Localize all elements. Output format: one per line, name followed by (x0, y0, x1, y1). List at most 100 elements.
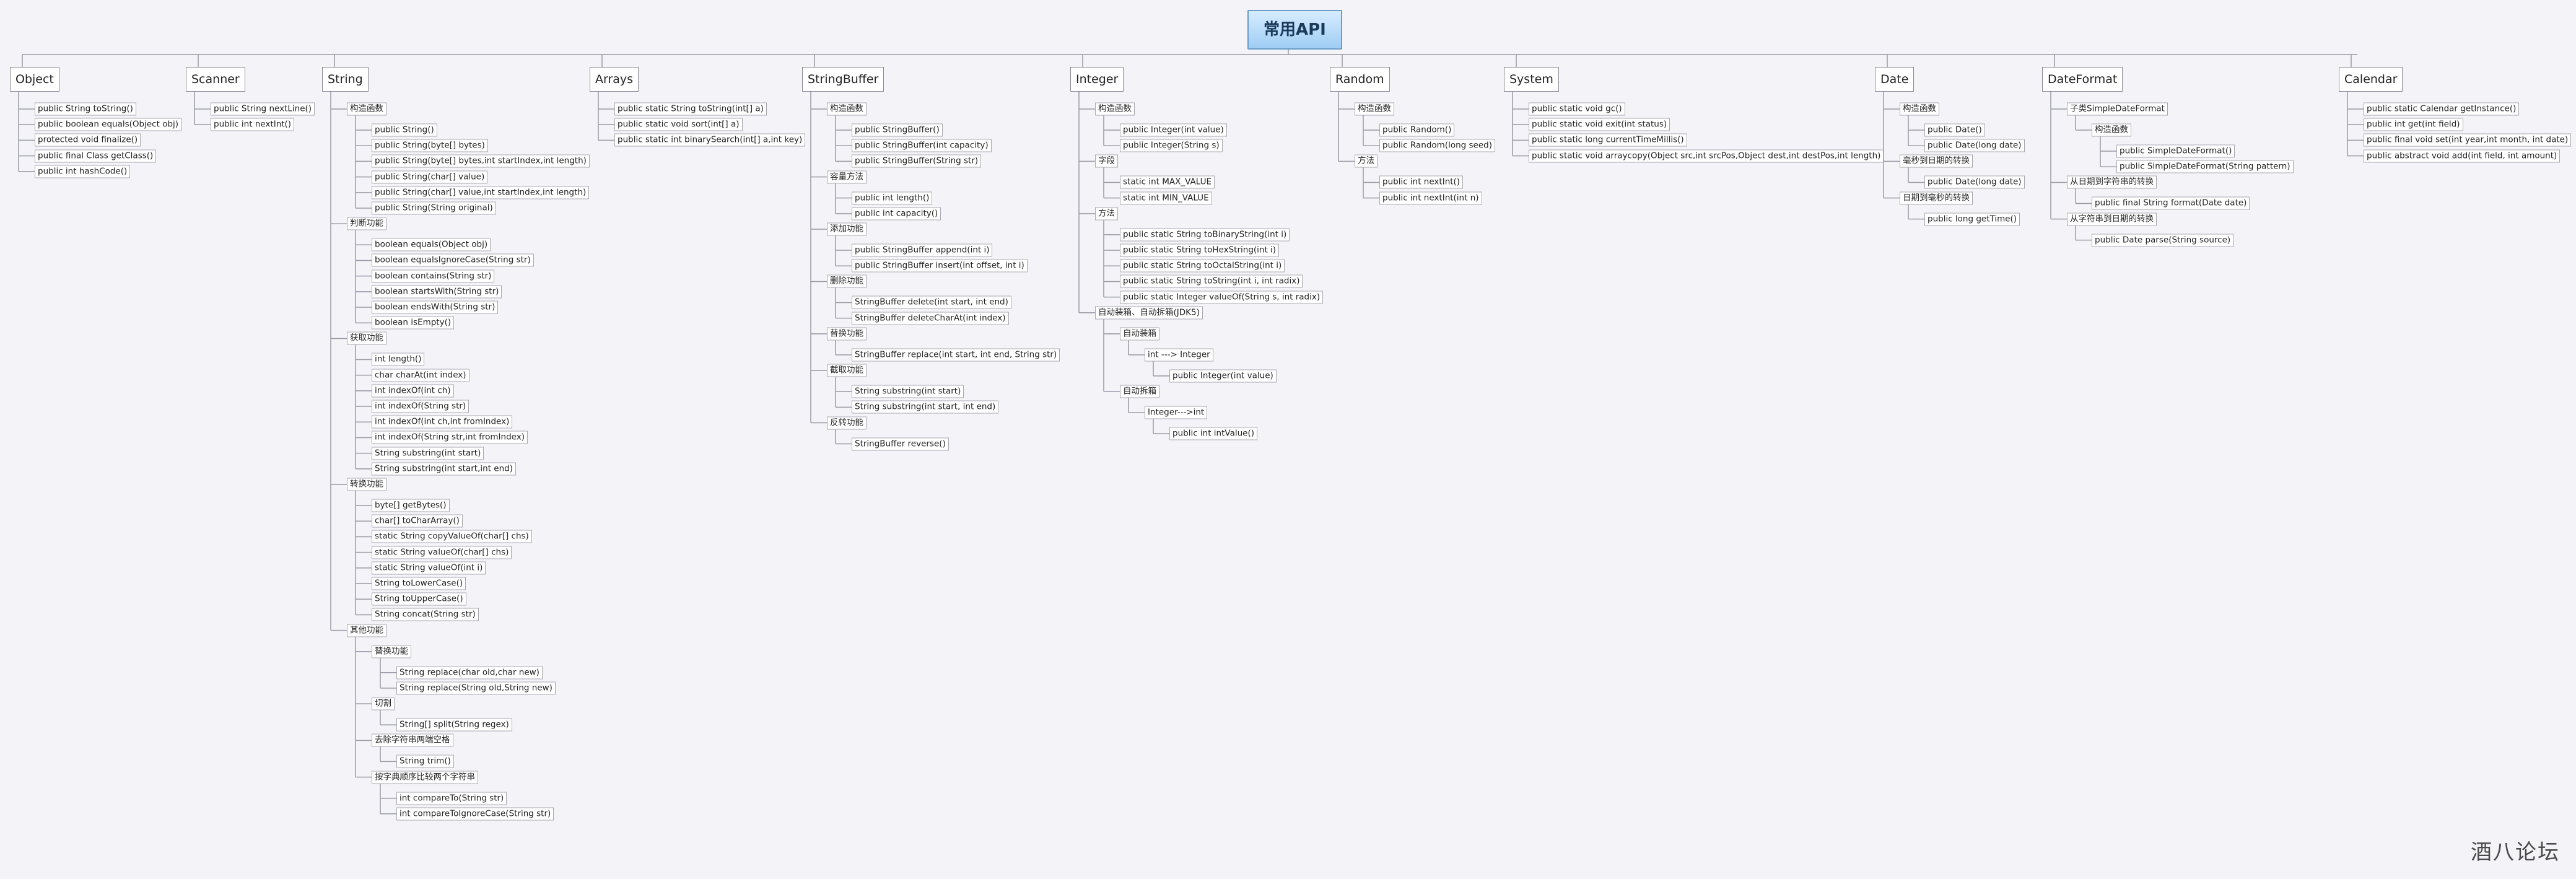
method-node-string-concat-string-str[interactable]: String concat(String str) (372, 608, 479, 621)
group-node-node[interactable]: 构造函数 (347, 102, 386, 116)
category-string[interactable]: String (322, 67, 369, 92)
group-node-node[interactable]: 从日期到字符串的转换 (2067, 175, 2157, 189)
method-node-string-replace-string-old-string-new[interactable]: String replace(String old,String new) (396, 681, 556, 695)
method-node-public-static-string-tohexstring-int-i[interactable]: public static String toHexString(int i) (1120, 243, 1280, 257)
method-node-public-static-void-exit-int-status[interactable]: public static void exit(int status) (1529, 118, 1670, 131)
method-node-boolean-equals-object-obj[interactable]: boolean equals(Object obj) (372, 238, 491, 251)
method-node-stringbuffer-delete-int-start-int-end[interactable]: StringBuffer delete(int start, int end) (852, 295, 1011, 309)
method-node-char-charat-int-index[interactable]: char charAt(int index) (372, 369, 469, 382)
method-node-public-static-string-tostring-int-a[interactable]: public static String toString(int[] a) (614, 102, 767, 116)
method-node-static-string-valueof-int-i[interactable]: static String valueOf(int i) (372, 561, 486, 575)
group-node-node[interactable]: 毫秒到日期的转换 (1900, 154, 1973, 168)
method-node-static-string-copyvalueof-char-chs[interactable]: static String copyValueOf(char[] chs) (372, 530, 532, 543)
group-node-node[interactable]: 替换功能 (372, 645, 411, 658)
category-scanner[interactable]: Scanner (186, 67, 245, 92)
method-node-byte-getbytes[interactable]: byte[] getBytes() (372, 499, 450, 512)
method-node-public-integer-int-value[interactable]: public Integer(int value) (1120, 123, 1227, 137)
method-node-string-split-string-regex[interactable]: String[] split(String regex) (396, 718, 512, 732)
method-node-boolean-isempty[interactable]: boolean isEmpty() (372, 316, 455, 330)
group-node-node[interactable]: 字段 (1095, 154, 1118, 168)
method-node-boolean-startswith-string-str[interactable]: boolean startsWith(String str) (372, 285, 502, 299)
method-node-public-string-nextline[interactable]: public String nextLine() (211, 102, 315, 116)
group-node-node[interactable]: 构造函数 (1095, 102, 1135, 116)
method-node-public-string[interactable]: public String() (372, 123, 437, 137)
method-node-public-static-string-tooctalstring-int-i[interactable]: public static String toOctalString(int i… (1120, 259, 1285, 273)
category-date[interactable]: Date (1875, 67, 1915, 92)
method-node-public-static-void-arraycopy-object-src-int-srcpos-object-dest-int-destpos-int-length[interactable]: public static void arraycopy(Object src,… (1529, 149, 1884, 163)
group-node-node[interactable]: 构造函数 (2092, 123, 2131, 137)
group-node-node[interactable]: 方法 (1355, 154, 1378, 168)
method-node-string-substring-int-start-int-end[interactable]: String substring(int start,int end) (372, 462, 516, 476)
method-node-string-substring-int-start[interactable]: String substring(int start) (372, 447, 484, 460)
group-node-node[interactable]: 删除功能 (827, 274, 867, 288)
group-node-node[interactable]: 构造函数 (827, 102, 867, 116)
group-node-jdk5[interactable]: 自动装箱、自动拆箱(JDK5) (1095, 306, 1203, 320)
group-node-simpledateformat[interactable]: 子类SimpleDateFormat (2067, 102, 2168, 116)
method-node-public-int-nextint[interactable]: public int nextInt() (1379, 175, 1464, 189)
method-node-int-indexof-string-str[interactable]: int indexOf(String str) (372, 400, 469, 413)
method-node-int-indexof-int-ch[interactable]: int indexOf(int ch) (372, 384, 454, 398)
method-node-public-stringbuffer-string-str[interactable]: public StringBuffer(String str) (852, 154, 982, 168)
method-node-public-stringbuffer[interactable]: public StringBuffer() (852, 123, 943, 137)
method-node-public-string-string-original[interactable]: public String(String original) (372, 201, 496, 215)
category-dateformat[interactable]: DateFormat (2042, 67, 2123, 92)
method-node-public-static-integer-valueof-string-s-int-radix[interactable]: public static Integer valueOf(String s, … (1120, 291, 1324, 304)
method-node-public-int-hashcode[interactable]: public int hashCode() (35, 165, 131, 178)
group-node-node[interactable]: 方法 (1095, 207, 1118, 221)
group-node-node[interactable]: 其他功能 (347, 624, 386, 637)
method-node-public-long-gettime[interactable]: public long getTime() (1924, 212, 2020, 226)
group-node-integer-int[interactable]: Integer--->int (1145, 406, 1208, 419)
method-node-public-int-capacity[interactable]: public int capacity() (852, 207, 941, 221)
method-node-static-int-max-value[interactable]: static int MAX_VALUE (1120, 175, 1215, 189)
group-node-node[interactable]: 去除字符串两端空格 (372, 733, 453, 747)
method-node-public-string-byte-bytes[interactable]: public String(byte[] bytes) (372, 139, 488, 152)
group-node-node[interactable]: 按字典顺序比较两个字符串 (372, 771, 478, 784)
method-node-string-replace-char-old-char-new[interactable]: String replace(char old,char new) (396, 666, 543, 680)
method-node-public-simpledateformat[interactable]: public SimpleDateFormat() (2116, 144, 2235, 158)
group-node-node[interactable]: 日期到毫秒的转换 (1900, 191, 1973, 205)
group-node-node[interactable]: 替换功能 (827, 327, 867, 341)
method-node-public-static-void-sort-int-a[interactable]: public static void sort(int[] a) (614, 118, 743, 131)
method-node-public-int-length[interactable]: public int length() (852, 191, 933, 205)
method-node-protected-void-finalize[interactable]: protected void finalize() (35, 133, 141, 147)
method-node-static-string-valueof-char-chs[interactable]: static String valueOf(char[] chs) (372, 546, 512, 559)
method-node-public-random[interactable]: public Random() (1379, 123, 1455, 137)
group-node-node[interactable]: 截取功能 (827, 364, 867, 377)
group-node-node[interactable]: 从字符串到日期的转换 (2067, 212, 2157, 226)
group-node-node[interactable]: 转换功能 (347, 478, 386, 491)
category-arrays[interactable]: Arrays (590, 67, 639, 92)
group-node-node[interactable]: 自动装箱 (1120, 327, 1159, 341)
method-node-public-integer-int-value[interactable]: public Integer(int value) (1169, 369, 1277, 383)
method-node-stringbuffer-replace-int-start-int-end-string-str[interactable]: StringBuffer replace(int start, int end,… (852, 348, 1060, 362)
method-node-public-integer-string-s[interactable]: public Integer(String s) (1120, 139, 1223, 152)
method-node-int-length[interactable]: int length() (372, 352, 425, 366)
method-node-string-tolowercase[interactable]: String toLowerCase() (372, 577, 466, 590)
method-node-public-date-long-date[interactable]: public Date(long date) (1924, 139, 2025, 152)
method-node-int-compareto-string-str[interactable]: int compareTo(String str) (396, 792, 507, 805)
group-node-int-integer[interactable]: int ---> Integer (1145, 348, 1213, 362)
method-node-public-date[interactable]: public Date() (1924, 123, 1985, 137)
group-node-node[interactable]: 构造函数 (1355, 102, 1394, 116)
method-node-public-static-int-binarysearch-int-a-int-key[interactable]: public static int binarySearch(int[] a,i… (614, 133, 806, 147)
method-node-public-stringbuffer-insert-int-offset-int-i[interactable]: public StringBuffer insert(int offset, i… (852, 259, 1028, 273)
method-node-public-int-get-int-field[interactable]: public int get(int field) (2364, 118, 2463, 131)
method-node-stringbuffer-reverse[interactable]: StringBuffer reverse() (852, 437, 949, 451)
category-stringbuffer[interactable]: StringBuffer (802, 67, 884, 92)
group-node-node[interactable]: 判断功能 (347, 217, 386, 230)
method-node-string-substring-int-start-int-end[interactable]: String substring(int start, int end) (852, 400, 999, 414)
method-node-public-string-byte-bytes-int-startindex-int-length[interactable]: public String(byte[] bytes,int startInde… (372, 154, 590, 168)
group-node-node[interactable]: 自动拆箱 (1120, 385, 1159, 398)
group-node-node[interactable]: 获取功能 (347, 331, 386, 345)
method-node-public-final-string-format-date-date[interactable]: public final String format(Date date) (2092, 196, 2250, 210)
method-node-int-indexof-int-ch-int-fromindex[interactable]: int indexOf(int ch,int fromIndex) (372, 415, 513, 429)
method-node-public-date-parse-string-source[interactable]: public Date parse(String source) (2092, 234, 2234, 247)
group-node-node[interactable]: 构造函数 (1900, 102, 1939, 116)
method-node-public-string-tostring[interactable]: public String toString() (35, 102, 136, 116)
category-system[interactable]: System (1504, 67, 1559, 92)
method-node-public-int-nextint-int-n[interactable]: public int nextInt(int n) (1379, 191, 1482, 205)
root-topic[interactable]: 常用API (1247, 10, 1342, 50)
category-integer[interactable]: Integer (1070, 67, 1124, 92)
method-node-public-abstract-void-add-int-field-int-amount[interactable]: public abstract void add(int field, int … (2364, 149, 2561, 163)
category-random[interactable]: Random (1330, 67, 1390, 92)
method-node-public-simpledateformat-string-pattern[interactable]: public SimpleDateFormat(String pattern) (2116, 160, 2294, 173)
